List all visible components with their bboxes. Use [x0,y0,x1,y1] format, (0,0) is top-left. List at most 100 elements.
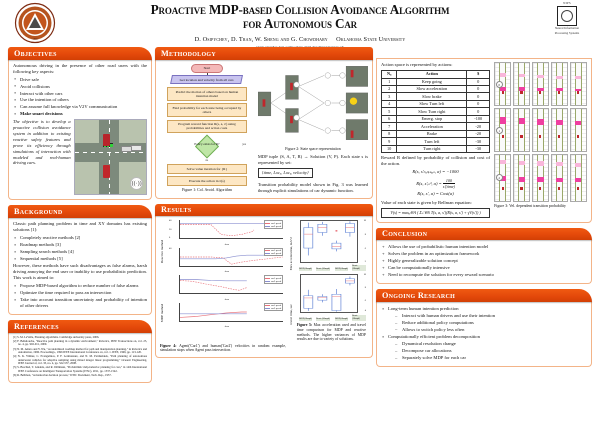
background-middle: However, these methods have such disadva… [13,263,147,281]
legend-entry: car1 speed [271,304,282,308]
list-item: Computationally efficient problem decomp… [381,334,587,361]
y-tick: 20 [169,228,172,232]
list-item: Can be computationally intensive [381,265,587,271]
list-item: Make smart decisions [13,111,147,117]
x-tick: MDP(50mph) [334,268,349,272]
ongoing-sublist: Dynamical resolution change Decompose ca… [395,341,587,361]
background-methods-list: Completely reactive methods [2] Roadmap … [13,235,147,262]
state-set-equation: {time, Locₓ, Locᵧ, velocity} [257,167,313,178]
methodology-grid: Start Get location and velocity from all… [160,62,369,194]
white-car-2-icon [120,145,132,152]
list-item: Take into account transition uncertainty… [13,297,148,309]
flow-node-reward: Program reward function R(s, a, s') usin… [166,119,248,134]
cell-cost: 0 [466,92,491,101]
chart-travel-time: 10 8 6 4 MDP(30mph) React.(30mph) MDP(50… [297,273,366,322]
x-tick: React.(30mph) [315,318,331,322]
list-item: Long-term human intention prediction Int… [381,305,587,333]
plot-area [299,220,358,264]
chart-velocity-1: 40 20 0 car1 speed [169,219,285,246]
flow-node-probability: Find probability for each state being oc… [166,103,248,117]
flow-node-value-iteration: Solve value iteration for {R} [166,164,248,174]
transition-cell: 0 [494,62,512,106]
methodology-heading: Methodology [155,47,373,60]
plot-area [179,275,283,295]
results-heading: Results [155,203,373,217]
ongoing-heading: Ongoing Research [376,289,592,302]
action-space-body: Action space is represented by actions: … [376,58,592,223]
y-tick: 3 [364,260,366,264]
cell-action: Emerg. stop [396,114,468,124]
list-item: Need to recompute the solution for every… [381,272,587,278]
legend-entry: car1 speed [271,249,282,253]
section-conclusion: Conclusion Allows the use of probabilist… [376,227,592,285]
plot-area [179,302,283,322]
results-grid: Reactive method MDP method 40 20 0 [160,219,366,342]
reward-eq2-lhs: R(s, s'ᵢₙᵈ, a) = [416,180,442,186]
transition-cell [531,62,550,106]
figure1-caption: Figure 1: Col. Avoid. Algorithm [181,188,232,193]
list-item: [3] N. M. Amato and Y. Wu, "A randomized… [13,346,147,355]
cell-index: 5 [380,107,398,116]
legend-entry: car1 speed [271,221,282,225]
legend-entry: car2 speed [271,224,282,228]
cell-action: Keep going [396,77,468,87]
x-tick: React.(50mph) [351,315,366,322]
y-tick: 0 [169,236,171,240]
authors-names: D. Osipychev, D. Tran, W. Sheng and G. C… [194,36,328,43]
ongoing-list: Long-term human intention prediction Int… [381,305,587,361]
background-body: Classic path planning problem in time an… [8,217,152,316]
list-item: Highly generalizable solution concept [381,258,587,264]
cell-action: Brake [396,129,468,139]
left-column: Objectives Autonomous driving in the pre… [8,47,152,388]
right-column: Action space is represented by actions: … [376,47,592,372]
transition-cell [531,108,550,152]
reward-definition-text: Reward R defined by probability of colli… [381,155,491,167]
row-label-reactive: Reactive method [160,239,164,263]
y-tick: 6 [364,299,366,303]
references-heading: References [8,320,152,333]
cell-action: Slow Turn left [396,99,468,109]
objectives-intro: Autonomous driving in the presence of ot… [13,62,147,74]
transition-cell [569,154,588,202]
decision-no-label: no [205,159,209,163]
list-item: Separately solve MDP for each car [395,354,587,361]
boxplot-panel: Max acceleration, m/s^2 travel time, sec [289,219,366,342]
affiliation: Oklahoma State University [336,36,406,43]
velocity-charts-panel: Reactive method MDP method 40 20 0 [160,219,285,342]
objectives-heading: Objectives [8,47,152,60]
reward-equation-end: R(s, s'ᵢₙᵈ, a) = 100 s'(time) [381,178,490,190]
flow-node-input: Get location and velocity from all cars [170,75,244,85]
mdp-tuple-text: MDP tuple (S, A, T, R) → Solution (V, P)… [257,153,368,165]
cell-index: 10 [380,144,398,154]
list-item: [1] S. M. LaValle, Planning algorithms. … [13,334,100,339]
legend-entry: car1 speed [271,276,282,280]
list-item: Use the intention of others [13,97,147,103]
chart-velocity-2: 40 car1 speed car2 speed [169,247,285,273]
results-body: Reactive method MDP method 40 20 0 [155,216,373,359]
nips-mark-icon [557,6,577,26]
cell-cost: -30 [466,137,491,146]
cell-action: Slow Turn right [396,107,468,116]
cell-index: 2 [380,84,398,94]
cell-action: Acceleration [396,122,468,131]
bellman-intro-text: Value of each state is given by Bellman … [381,199,472,205]
red-car-icon [103,164,111,178]
transition-cell [569,62,588,106]
nips-sub-line1: Neural Information [555,26,579,30]
cell-cost: -30 [466,144,491,154]
transition-cell: 1 [494,108,512,152]
figure5-caption-label: Figure 5: [296,323,313,328]
table-header-row: Nₐ Action $ [380,70,491,79]
list-item: Avoid collisions [13,83,147,90]
list-item: Roadmap methods [3] [13,242,147,248]
poster-title-line1: Proactive MDP-based Collision Avoidance … [150,2,450,17]
cell-cost: 0 [466,77,491,87]
x-axis-label: time [224,325,230,329]
figure3-caption: Figure 3: Vel. dependent transition prob… [494,204,566,208]
references-body: [1] S. M. LaValle, Planning algorithms. … [8,332,152,384]
bellman-equation: V(s) = maxₐ∈A ( Σₛ'∈S T(s, a, s')(R(s, a… [381,207,491,218]
cell-cost: 0 [466,99,491,109]
